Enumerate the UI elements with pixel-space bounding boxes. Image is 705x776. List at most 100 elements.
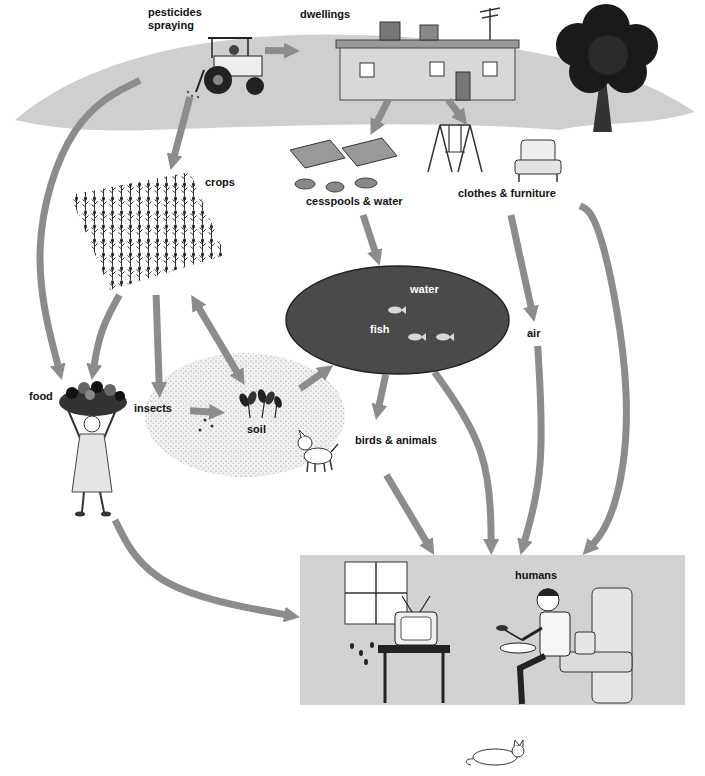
dog-part: [307, 460, 332, 472]
woman-with-basket-part: [104, 384, 116, 396]
living-room-part: [522, 628, 542, 640]
living-room-part: [505, 630, 522, 640]
dog-part: [298, 436, 312, 450]
living-room-part: [385, 653, 443, 703]
swing-part: [428, 125, 482, 172]
node-label: pesticides spraying: [148, 6, 220, 32]
living-room-part: [300, 555, 685, 705]
cesspool-slabs-part: [290, 140, 345, 168]
woman-with-basket-part: [59, 388, 127, 416]
node-label: crops: [205, 176, 235, 189]
woman-with-basket-part: [66, 387, 78, 399]
flow-arrow: [156, 295, 159, 388]
tractor-part: [196, 70, 204, 92]
node-label: dwellings: [300, 8, 350, 21]
pathway-node: air: [517, 322, 557, 346]
house-part: [420, 25, 438, 40]
fish-icon: [408, 333, 426, 341]
living-room-part: [592, 588, 632, 703]
soil-plants-part: [273, 395, 284, 409]
woman-with-basket-part: [82, 492, 104, 512]
flow-arrow: [173, 97, 190, 160]
woman-with-basket-part: [115, 391, 125, 401]
soil-area-part: [145, 353, 345, 477]
flow-arrow: [378, 375, 386, 411]
fish-icon: [436, 333, 454, 341]
living-room-part: [537, 589, 559, 611]
pathway-node: pesticides spraying: [140, 2, 265, 97]
tractor-part: [208, 37, 252, 39]
water-pond: waterfish: [285, 265, 510, 375]
woman-with-basket-part: [84, 416, 100, 432]
node-label: water: [410, 283, 439, 296]
living-room-part: [520, 656, 545, 704]
fish-tail: [421, 333, 426, 341]
pathway-node: birds & animals: [295, 420, 445, 475]
cat: [466, 740, 524, 765]
fish-body: [388, 307, 402, 314]
flow-arrow: [265, 47, 290, 54]
cat-part: [512, 745, 524, 757]
house-part: [336, 40, 519, 48]
tractor-part: [246, 77, 264, 95]
house-part: [480, 8, 500, 12]
tractor-part: [204, 66, 232, 94]
dog: [298, 430, 338, 472]
flow-arrow: [375, 100, 388, 126]
node-label: food: [29, 390, 53, 403]
pathway-node: insects: [130, 398, 190, 420]
soil-area-part: [145, 353, 345, 477]
woman-with-basket-part: [72, 434, 112, 492]
woman-with-basket-part: [101, 512, 111, 517]
flow-arrow: [523, 346, 541, 545]
tractor-part: [191, 95, 193, 97]
dog-part: [299, 430, 305, 437]
tractor: [187, 38, 264, 98]
armchair-part: [519, 174, 557, 182]
node-label: air: [527, 327, 540, 340]
insect-dots-part: [211, 425, 214, 428]
node-label: clothes & furniture: [458, 187, 556, 200]
woman-with-basket-part: [75, 512, 85, 517]
house-part: [340, 45, 515, 100]
fish-tail: [449, 333, 454, 341]
pond-outline: [285, 265, 510, 375]
house-part: [360, 63, 374, 77]
pathway-node: food: [25, 380, 135, 520]
tractor-part: [213, 75, 223, 85]
living-room-part: [575, 632, 595, 654]
house-part: [483, 62, 497, 76]
tractor-part: [211, 38, 213, 58]
crop-field-part: [70, 172, 225, 290]
living-room-part: [540, 612, 570, 656]
house: [336, 8, 519, 100]
fish-tail: [401, 306, 406, 314]
tractor-part: [197, 96, 199, 98]
crop-field: [70, 172, 225, 290]
flow-arrow: [386, 475, 429, 546]
tree: [556, 4, 658, 132]
soil-plants: [237, 388, 283, 418]
tractor-part: [247, 38, 249, 58]
flow-arrow: [196, 304, 239, 377]
insect-dots-part: [204, 419, 207, 422]
hill-ground-part: [15, 34, 695, 130]
dog-part: [331, 444, 338, 452]
node-label: cesspools & water: [306, 195, 403, 208]
node-label: birds & animals: [355, 434, 437, 447]
tractor-part: [229, 45, 239, 55]
pathway-node: dwellings: [300, 5, 525, 100]
living-room-part: [402, 596, 430, 612]
flow-arrow: [300, 371, 325, 389]
insect-dots: [199, 419, 214, 432]
house-part: [380, 22, 400, 40]
cesspool-slabs: [290, 138, 397, 192]
armchair: [515, 140, 561, 182]
pathway-node: cesspools & water: [280, 135, 420, 215]
cat-part: [466, 759, 473, 765]
cesspool-slabs-part: [295, 179, 315, 189]
living-room-part: [496, 625, 508, 631]
